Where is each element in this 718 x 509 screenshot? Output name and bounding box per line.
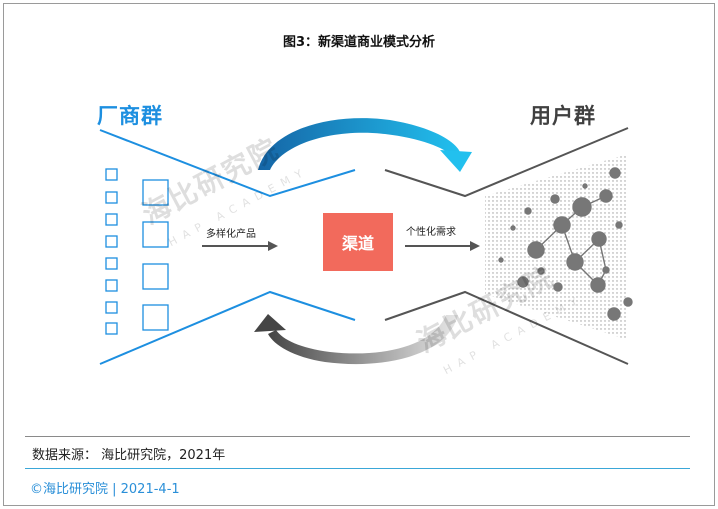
checkbox-icon <box>105 279 118 292</box>
arrow-right-icon <box>202 241 278 251</box>
divider <box>25 468 690 469</box>
figure-title: 图3：新渠道商业模式分析 <box>282 35 436 50</box>
checkbox-icon <box>105 322 118 335</box>
user-funnel <box>384 127 629 365</box>
copyright-line: ©海比研究院 | 2021-4-1 <box>30 482 180 497</box>
checkbox-icon <box>105 213 118 226</box>
arrow-right-icon <box>405 241 480 251</box>
business-model-diagram <box>99 118 633 365</box>
data-source: 数据来源： 海比研究院，2021年 <box>32 448 226 463</box>
network-icon <box>498 167 633 321</box>
vendor-checkboxes <box>105 168 169 335</box>
checkbox-icon <box>105 191 118 204</box>
demand-flow-label: 个性化需求 <box>406 227 456 238</box>
checkbox-icon <box>105 168 118 181</box>
checkbox-icon <box>105 301 118 314</box>
checkbox-icon <box>142 304 169 331</box>
curved-arrow-icon <box>258 118 472 172</box>
checkbox-icon <box>142 263 169 290</box>
checkbox-icon <box>105 235 118 248</box>
user-group-label: 用户群 <box>530 104 596 128</box>
vendor-group-label: 厂商群 <box>97 104 163 128</box>
checkbox-icon <box>142 179 169 206</box>
product-flow-label: 多样化产品 <box>206 229 256 240</box>
curved-arrow-icon <box>254 314 458 365</box>
checkbox-icon <box>105 257 118 270</box>
divider <box>25 436 690 437</box>
checkbox-icon <box>142 221 169 248</box>
vendor-funnel <box>99 129 356 365</box>
channel-box: 渠道 <box>323 213 393 271</box>
